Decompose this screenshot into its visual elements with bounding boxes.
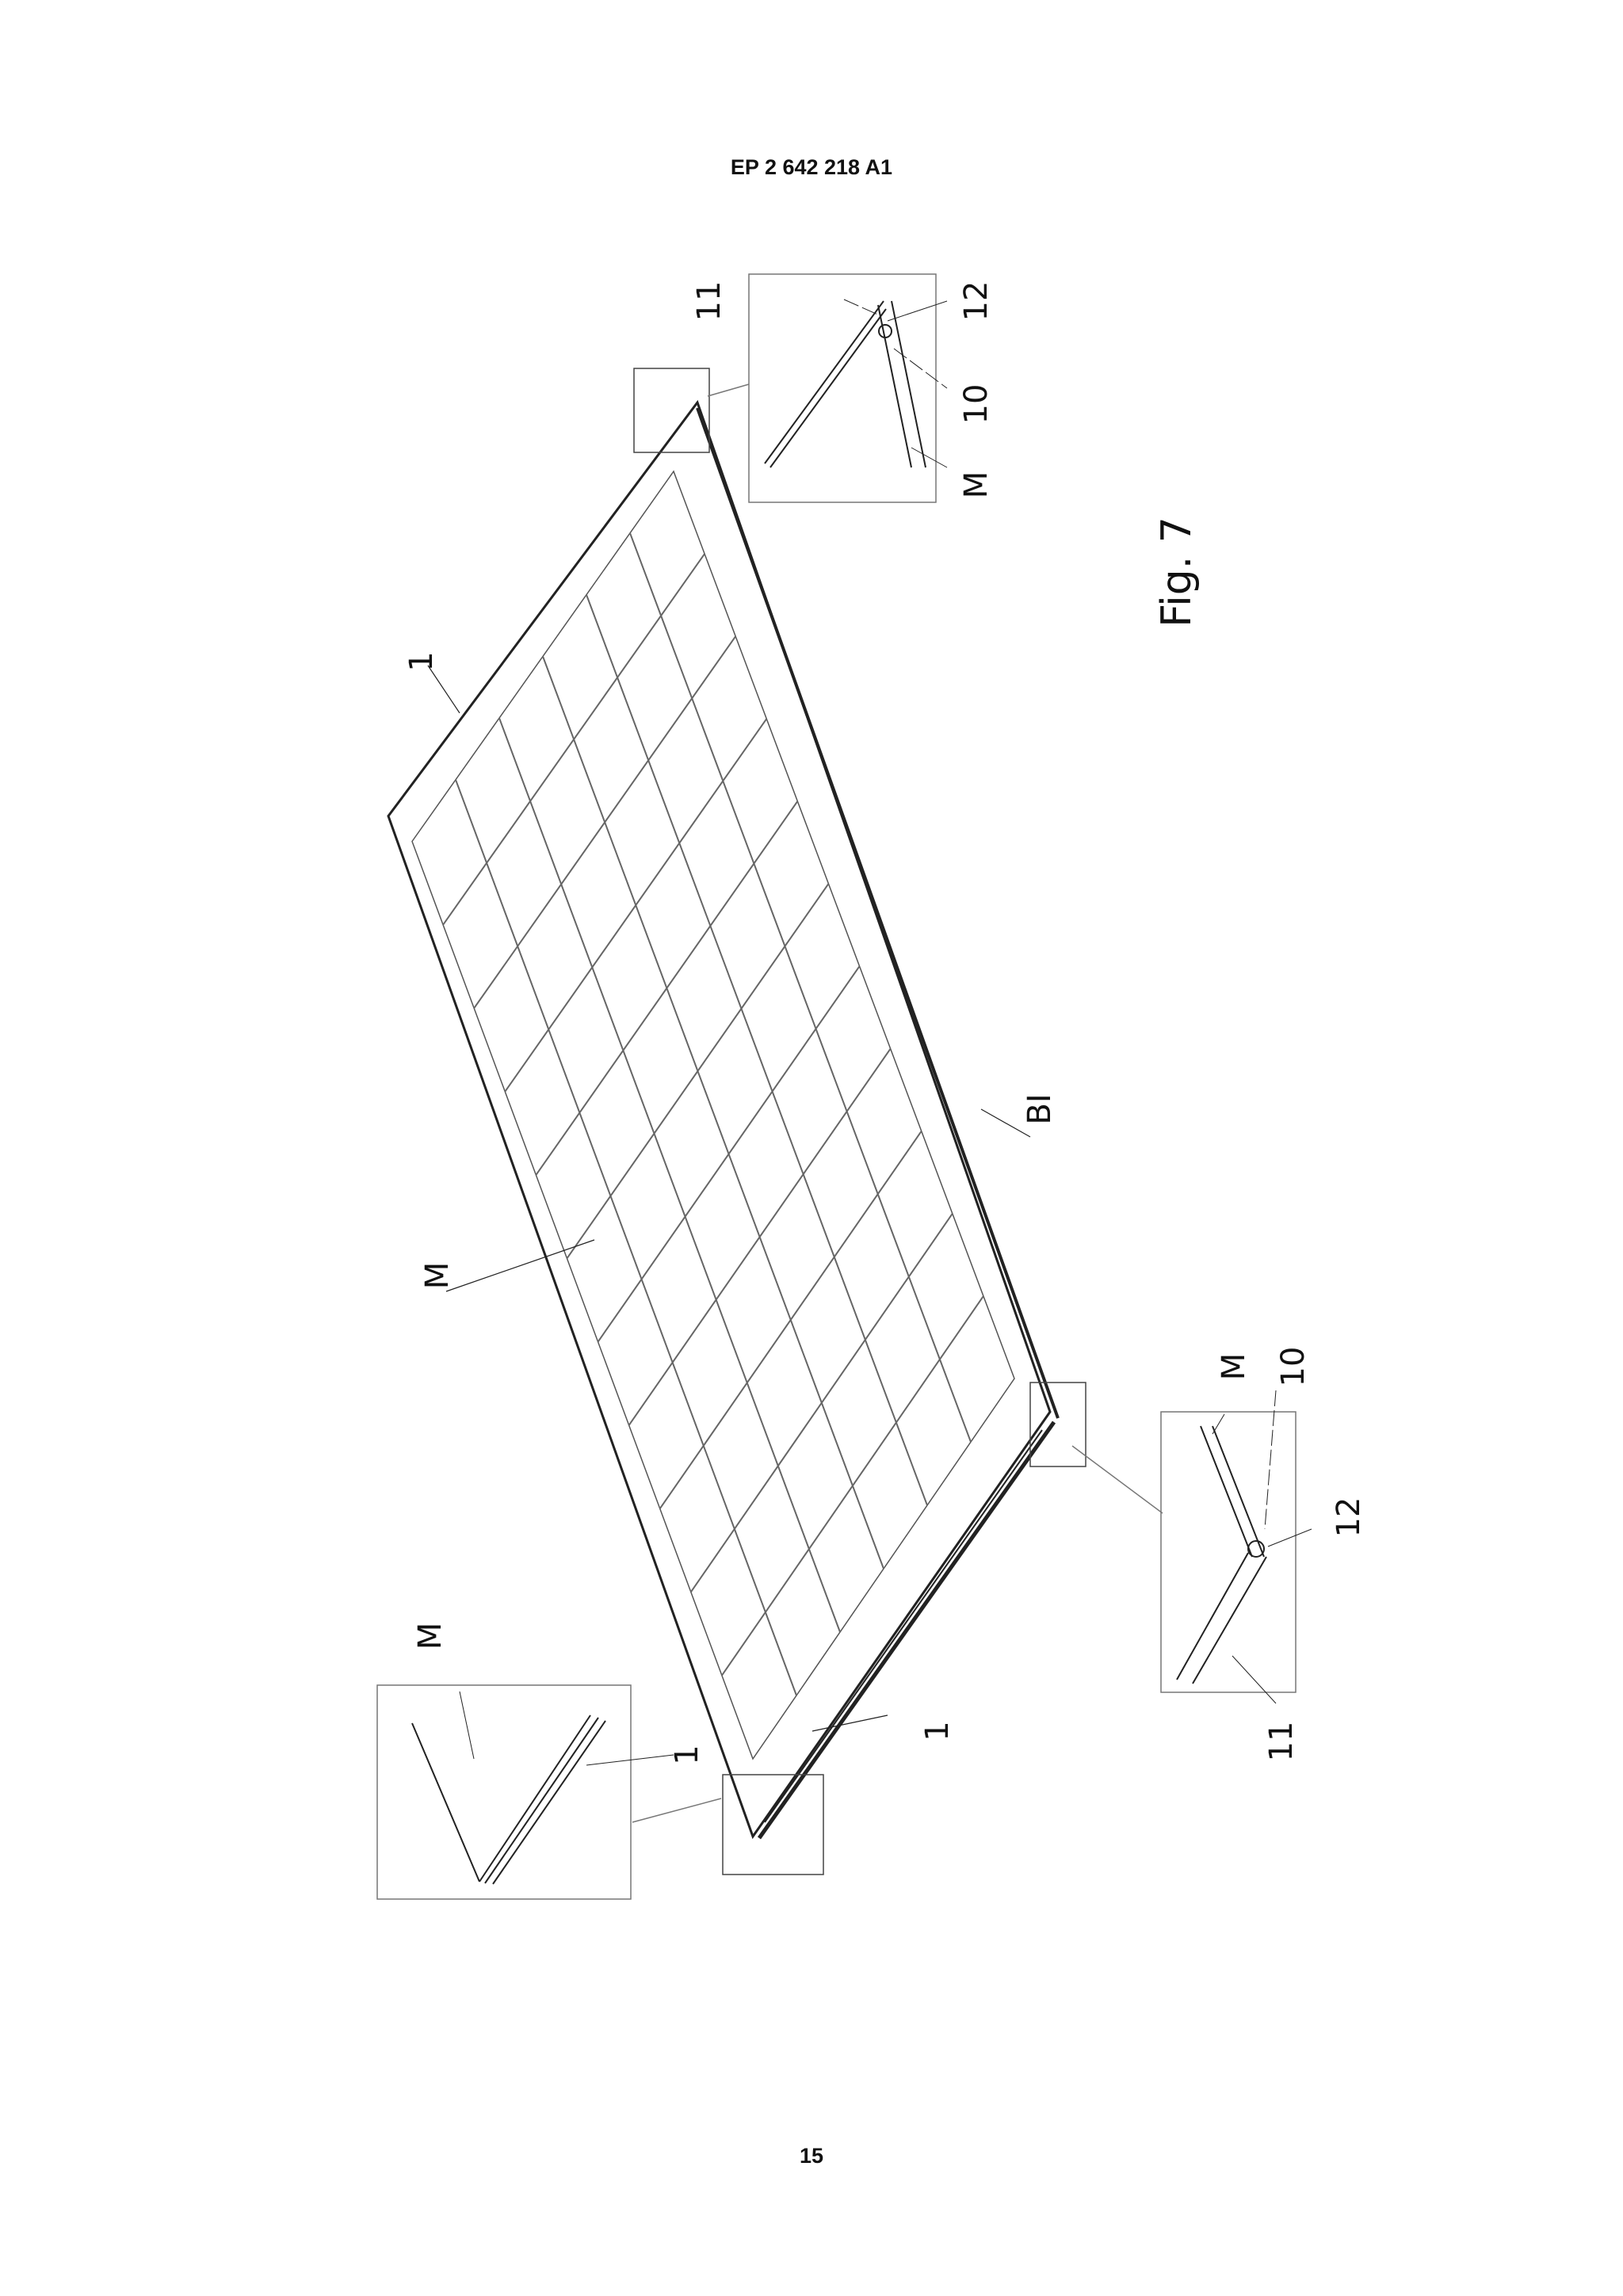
cell-grid-line xyxy=(498,717,841,1633)
reference-labels: 1 M BI 1 11 12 10 M M 10 12 11 M 1 Fig. … xyxy=(403,281,1367,1765)
frame-edge-bi xyxy=(696,407,1060,1419)
label-frame-bottom: 1 xyxy=(919,1721,956,1741)
label-detail-top-12: 12 xyxy=(958,281,995,322)
label-module: M xyxy=(419,1262,456,1290)
solar-panel xyxy=(387,399,1060,1840)
detail-frame-bottom xyxy=(1160,1411,1296,1693)
label-detail-bottom-12: 12 xyxy=(1331,1497,1367,1538)
page-number: 15 xyxy=(799,2144,824,2168)
cell-grid-line xyxy=(455,779,797,1696)
detail-connector-bottom xyxy=(1071,1445,1163,1514)
detail-view-left xyxy=(376,1684,722,1900)
cell-grid-line xyxy=(473,635,736,1009)
bolt-12-top xyxy=(878,324,892,338)
label-detail-bottom-m: M xyxy=(1216,1353,1252,1381)
cell-grid-line xyxy=(442,553,705,925)
label-detail-top-11: 11 xyxy=(691,281,727,322)
label-detail-bottom-10: 10 xyxy=(1275,1347,1312,1387)
label-detail-left-1: 1 xyxy=(669,1745,705,1764)
corner-marker-right xyxy=(1029,1382,1086,1467)
bolt-12-bottom xyxy=(1247,1540,1265,1558)
detail-view-bottom xyxy=(1071,1390,1312,1704)
cell-grid-line xyxy=(535,800,799,1176)
detail-connector-left xyxy=(632,1798,722,1823)
cell-grid-line xyxy=(628,1048,892,1426)
label-detail-bottom-11: 11 xyxy=(1263,1722,1300,1762)
frame-edge-bottom xyxy=(757,1421,1056,1840)
publication-number: EP 2 642 218 A1 xyxy=(730,155,893,179)
detail-frame-top xyxy=(748,273,937,503)
corner-marker-left xyxy=(722,1774,824,1875)
cell-grid-line xyxy=(659,1131,922,1509)
cell-grid-line xyxy=(597,965,861,1343)
label-bottom-edge: BI xyxy=(1022,1093,1058,1124)
cell-grid-line xyxy=(586,594,928,1506)
figure-caption: Fig. 7 xyxy=(1153,517,1201,627)
cell-grid-line xyxy=(504,718,768,1093)
cell-grid-line xyxy=(629,532,972,1443)
cell-grid-line xyxy=(566,883,830,1259)
frame-edge-bottom-inner xyxy=(764,1429,1043,1823)
cell-grid-line xyxy=(721,1295,984,1676)
leader-lines xyxy=(427,665,1031,1732)
cell-grid-line xyxy=(689,1213,953,1593)
corner-marker-top xyxy=(633,368,710,453)
detail-connector-top xyxy=(707,383,750,397)
label-frame-top: 1 xyxy=(403,651,440,671)
label-detail-left-m: M xyxy=(412,1623,449,1650)
corner-markers xyxy=(633,368,1086,1875)
cell-grid-line xyxy=(542,656,884,1569)
label-detail-top-m: M xyxy=(958,471,995,499)
detail-view-top xyxy=(707,273,948,503)
panel-outline xyxy=(387,399,1052,1840)
label-detail-top-10: 10 xyxy=(958,384,995,425)
cell-grid xyxy=(442,532,984,1696)
detail-frame-left xyxy=(376,1684,632,1900)
